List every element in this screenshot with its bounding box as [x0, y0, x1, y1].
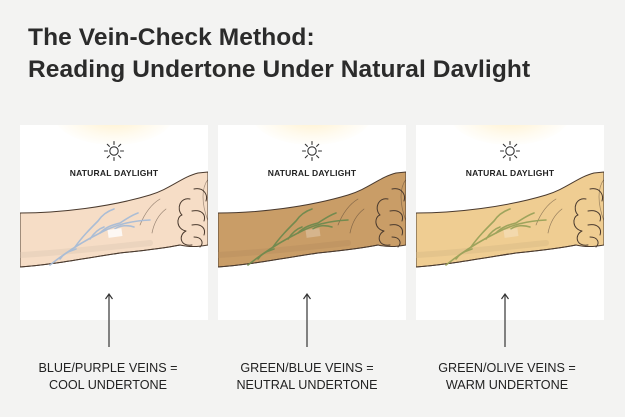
daylight-glow: [252, 125, 372, 145]
caption-line-1: GREEN/BLUE VEINS =: [240, 361, 374, 375]
title-line-2: Reading Undertone Under Natural Davlight: [28, 56, 531, 83]
panel-label: NATURAL DAYLIGHT: [267, 168, 357, 178]
forearm: [416, 171, 604, 268]
caption-line-2: COOL UNDERTONE: [48, 378, 168, 392]
arrow-up-icon: [303, 292, 311, 347]
arrow-up-icon: [501, 292, 509, 347]
forearm-illustration: [416, 171, 604, 268]
panel-cool: NATURAL DAYLIGHT: [20, 125, 208, 320]
daylight-glow: [54, 125, 174, 145]
forearm: [20, 171, 208, 268]
arrow-up-icon: [105, 292, 113, 347]
caption-line-2: WARM UNDERTONE: [445, 378, 569, 392]
caption-line-1: GREEN/OLIVE VEINS =: [438, 361, 576, 375]
highlight: [503, 228, 519, 238]
sun-icon: [103, 140, 125, 162]
caption-neutral: GREEN/BLUE VEINS = NEUTRAL UNDERTONE: [213, 360, 401, 394]
highlight: [107, 228, 123, 238]
title-line-1: The Vein-Check Method:: [28, 24, 315, 51]
page-title: The Vein-Check Method: Reading Undertone…: [28, 22, 530, 86]
veins: [49, 208, 151, 266]
daylight-glow: [450, 125, 570, 145]
forearm: [218, 171, 406, 268]
forearm-illustration: [218, 171, 406, 268]
veins: [247, 208, 349, 266]
sun-icon: [499, 140, 521, 162]
highlight: [305, 228, 321, 238]
caption-warm: GREEN/OLIVE VEINS = WARM UNDERTONE: [413, 360, 601, 394]
panel-neutral: NATURAL DAYLIGHT: [218, 125, 406, 320]
caption-line-2: NEUTRAL UNDERTONE: [236, 378, 378, 392]
panel-label: NATURAL DAYLIGHT: [69, 168, 159, 178]
veins: [445, 208, 547, 266]
panel-warm: NATURAL DAYLIGHT: [416, 125, 604, 320]
sun-icon: [301, 140, 323, 162]
caption-line-1: BLUE/PURPLE VEINS =: [38, 361, 178, 375]
caption-cool: BLUE/PURPLE VEINS = COOL UNDERTONE: [14, 360, 202, 394]
panel-label: NATURAL DAYLIGHT: [465, 168, 555, 178]
forearm-illustration: [20, 171, 208, 268]
